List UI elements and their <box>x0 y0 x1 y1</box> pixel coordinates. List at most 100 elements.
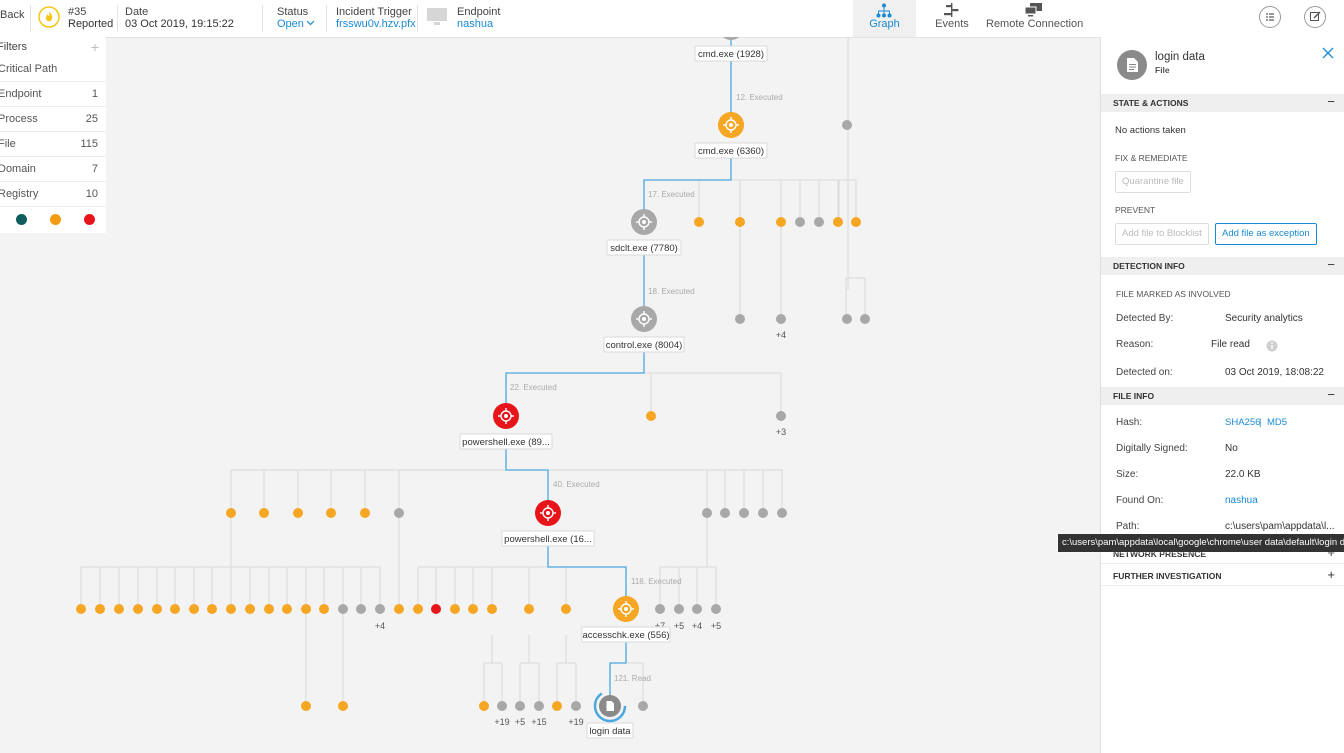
node-label[interactable]: powershell.exe (16... <box>501 530 595 547</box>
tab-remote-connection[interactable]: Remote Connection <box>986 0 1083 37</box>
collapsed-count[interactable]: +4 <box>776 330 786 340</box>
node-label[interactable]: powershell.exe (89... <box>459 433 553 450</box>
leaf-node[interactable] <box>245 604 255 614</box>
status-dropdown[interactable]: Status Open <box>277 0 327 37</box>
collapsed-count[interactable]: +5 <box>674 621 684 631</box>
node-label[interactable]: accesschk.exe (556) <box>581 626 671 643</box>
filter-critical-path[interactable]: Critical Path <box>0 57 106 82</box>
filter-registry[interactable]: Registry 10 <box>0 182 106 207</box>
filter-domain[interactable]: Domain 7 <box>0 157 106 182</box>
leaf-node[interactable] <box>95 604 105 614</box>
node-label[interactable]: sdclt.exe (7780) <box>606 239 682 256</box>
leaf-node[interactable] <box>326 508 336 518</box>
edit-button[interactable] <box>1304 6 1326 28</box>
leaf-node[interactable] <box>655 604 665 614</box>
leaf-node[interactable] <box>646 411 656 421</box>
collapsed-count[interactable]: +4 <box>692 621 702 631</box>
filter-endpoint[interactable]: Endpoint 1 <box>0 82 106 107</box>
leaf-node[interactable] <box>264 604 274 614</box>
quarantine-file-button[interactable]: Quarantine file <box>1115 171 1191 193</box>
leaf-node[interactable] <box>360 508 370 518</box>
leaf-node[interactable] <box>114 604 124 614</box>
leaf-node[interactable] <box>515 701 525 711</box>
leaf-node[interactable] <box>152 604 162 614</box>
tab-graph[interactable]: Graph <box>853 0 916 37</box>
leaf-node[interactable] <box>758 508 768 518</box>
process-node[interactable] <box>631 209 657 235</box>
collapsed-count[interactable]: +15 <box>531 717 546 727</box>
severity-medium-dot[interactable] <box>50 214 61 225</box>
collapsed-count[interactable]: +3 <box>776 427 786 437</box>
leaf-node[interactable] <box>860 314 870 324</box>
leaf-node[interactable] <box>702 508 712 518</box>
leaf-node[interactable] <box>450 604 460 614</box>
process-node[interactable] <box>613 596 639 622</box>
file-info-section[interactable]: FILE INFO − <box>1101 387 1344 405</box>
back-button[interactable]: Back <box>0 0 30 37</box>
leaf-node[interactable] <box>552 701 562 711</box>
leaf-node[interactable] <box>842 120 852 130</box>
collapsed-count[interactable]: +5 <box>711 621 721 631</box>
leaf-node[interactable] <box>711 604 721 614</box>
list-view-button[interactable] <box>1259 6 1281 28</box>
leaf-node[interactable] <box>301 701 311 711</box>
leaf-node[interactable] <box>795 217 805 227</box>
state-actions-section[interactable]: STATE & ACTIONS − <box>1101 94 1344 112</box>
info-icon[interactable] <box>1266 340 1278 352</box>
leaf-node[interactable] <box>735 314 745 324</box>
node-label[interactable]: login data <box>586 722 634 739</box>
leaf-node[interactable] <box>842 314 852 324</box>
leaf-node[interactable] <box>735 217 745 227</box>
filter-file[interactable]: File 115 <box>0 132 106 157</box>
collapsed-count[interactable]: +19 <box>494 717 509 727</box>
leaf-node[interactable] <box>133 604 143 614</box>
leaf-node[interactable] <box>394 508 404 518</box>
process-node[interactable] <box>535 500 561 526</box>
process-node[interactable] <box>718 112 744 138</box>
collapsed-count[interactable]: +5 <box>515 717 525 727</box>
leaf-node[interactable] <box>338 604 348 614</box>
leaf-node[interactable] <box>170 604 180 614</box>
process-node[interactable] <box>718 37 744 40</box>
leaf-node[interactable] <box>692 604 702 614</box>
leaf-node[interactable] <box>76 604 86 614</box>
leaf-node[interactable] <box>739 508 749 518</box>
leaf-node[interactable] <box>638 701 648 711</box>
add-exception-button[interactable]: Add file as exception <box>1215 223 1317 245</box>
node-label[interactable]: cmd.exe (1928) <box>694 45 768 62</box>
leaf-node[interactable] <box>431 604 441 614</box>
sha256-link[interactable]: SHA256 <box>1225 417 1261 428</box>
path-value[interactable]: c:\users\pam\appdata\l... <box>1225 521 1335 532</box>
process-node[interactable] <box>631 306 657 332</box>
leaf-node[interactable] <box>497 701 507 711</box>
leaf-node[interactable] <box>776 217 786 227</box>
leaf-node[interactable] <box>720 508 730 518</box>
severity-low-dot[interactable] <box>16 214 27 225</box>
leaf-node[interactable] <box>534 701 544 711</box>
trigger-link[interactable]: frsswu0v.hzv.pfx <box>336 18 416 30</box>
node-label[interactable]: cmd.exe (6360) <box>694 142 768 159</box>
leaf-node[interactable] <box>207 604 217 614</box>
leaf-node[interactable] <box>479 701 489 711</box>
selected-file-node[interactable] <box>593 689 627 723</box>
leaf-node[interactable] <box>282 604 292 614</box>
close-icon[interactable] <box>1322 47 1334 59</box>
filter-process[interactable]: Process 25 <box>0 107 106 132</box>
leaf-node[interactable] <box>338 701 348 711</box>
add-to-blocklist-button[interactable]: Add file to Blocklist <box>1115 223 1209 245</box>
node-label[interactable]: control.exe (8004) <box>603 336 685 353</box>
leaf-node[interactable] <box>468 604 478 614</box>
leaf-node[interactable] <box>301 604 311 614</box>
leaf-node[interactable] <box>356 604 366 614</box>
leaf-node[interactable] <box>571 701 581 711</box>
process-node[interactable] <box>493 403 519 429</box>
leaf-node[interactable] <box>777 508 787 518</box>
leaf-node[interactable] <box>524 604 534 614</box>
leaf-node[interactable] <box>776 314 786 324</box>
severity-high-dot[interactable] <box>84 214 95 225</box>
leaf-node[interactable] <box>394 604 404 614</box>
leaf-node[interactable] <box>226 508 236 518</box>
leaf-node[interactable] <box>375 604 385 614</box>
leaf-node[interactable] <box>487 604 497 614</box>
further-investigation-section[interactable]: FURTHER INVESTIGATION + <box>1101 567 1344 586</box>
